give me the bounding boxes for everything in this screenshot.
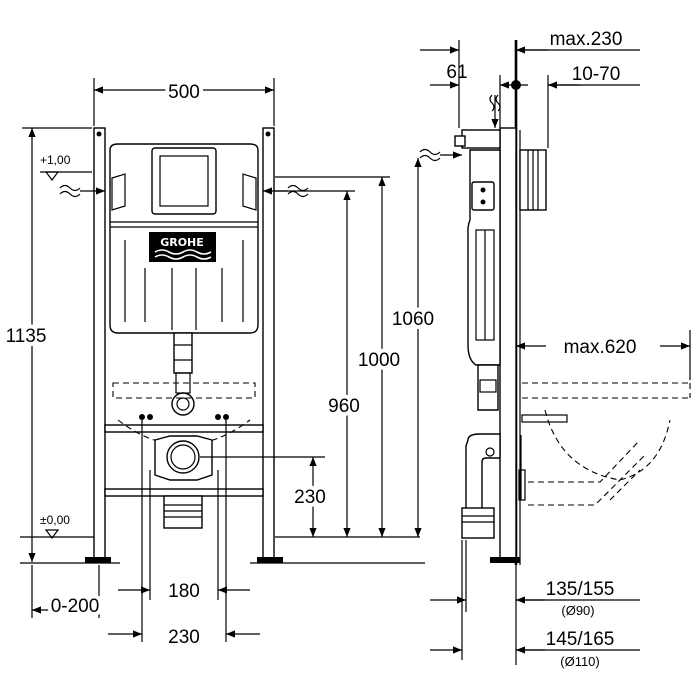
frame-left-foot bbox=[85, 557, 111, 563]
width-230-label: 230 bbox=[168, 627, 200, 648]
actuator-opening bbox=[151, 147, 217, 215]
supply-valve-top bbox=[419, 94, 501, 162]
height-230-label: 230 bbox=[294, 487, 326, 508]
drain-pipe bbox=[163, 495, 203, 529]
frame-right-foot bbox=[257, 557, 283, 563]
height-1000-label: 1000 bbox=[358, 350, 400, 371]
bolt-hole bbox=[147, 414, 153, 420]
dia-110-label: (Ø110) bbox=[560, 654, 600, 669]
flush-pipe bbox=[171, 332, 195, 416]
side-view: max.230 61 10-70 max.620 135/155 (Ø90) 1… bbox=[419, 29, 691, 669]
frame-crossbar-upper bbox=[104, 424, 264, 433]
actuator-box bbox=[471, 181, 495, 211]
frame-profile bbox=[499, 127, 517, 563]
level-top-label: +1,00 bbox=[40, 153, 71, 167]
level-zero-label: ±0,00 bbox=[40, 513, 70, 527]
bolt-hole bbox=[215, 414, 221, 420]
max-620-label: max.620 bbox=[564, 337, 637, 358]
drain-connection bbox=[154, 435, 213, 529]
dim-135-155-label: 135/155 bbox=[546, 579, 615, 600]
frame-left-upright bbox=[93, 127, 106, 563]
dia-90-label: (Ø90) bbox=[561, 603, 594, 618]
bolt-hole bbox=[139, 414, 145, 420]
frame-right-upright bbox=[262, 127, 275, 563]
offset-label: 0-200 bbox=[51, 596, 100, 617]
cistern: GROHE bbox=[109, 143, 259, 334]
brand-label: GROHE bbox=[160, 236, 204, 249]
wc-bowl-side bbox=[521, 382, 691, 506]
height-1135-label: 1135 bbox=[6, 326, 47, 347]
width-500-label: 500 bbox=[168, 82, 200, 103]
cistern-side bbox=[467, 149, 501, 411]
height-1060-label: 1060 bbox=[392, 309, 434, 330]
reference-point bbox=[511, 80, 521, 90]
front-view: GROHE bbox=[2, 78, 438, 648]
frame-crossbar-lower bbox=[104, 488, 264, 497]
width-180-label: 180 bbox=[168, 581, 200, 602]
depth-range-label: 10-70 bbox=[572, 64, 621, 85]
dim-145-165-label: 145/165 bbox=[546, 629, 615, 650]
depth-61-label: 61 bbox=[446, 62, 467, 83]
height-960-label: 960 bbox=[328, 396, 360, 417]
max-230-label: max.230 bbox=[550, 29, 623, 50]
water-supply-left bbox=[59, 184, 105, 198]
bolt-hole bbox=[223, 414, 229, 420]
drain-elbow bbox=[461, 433, 501, 539]
